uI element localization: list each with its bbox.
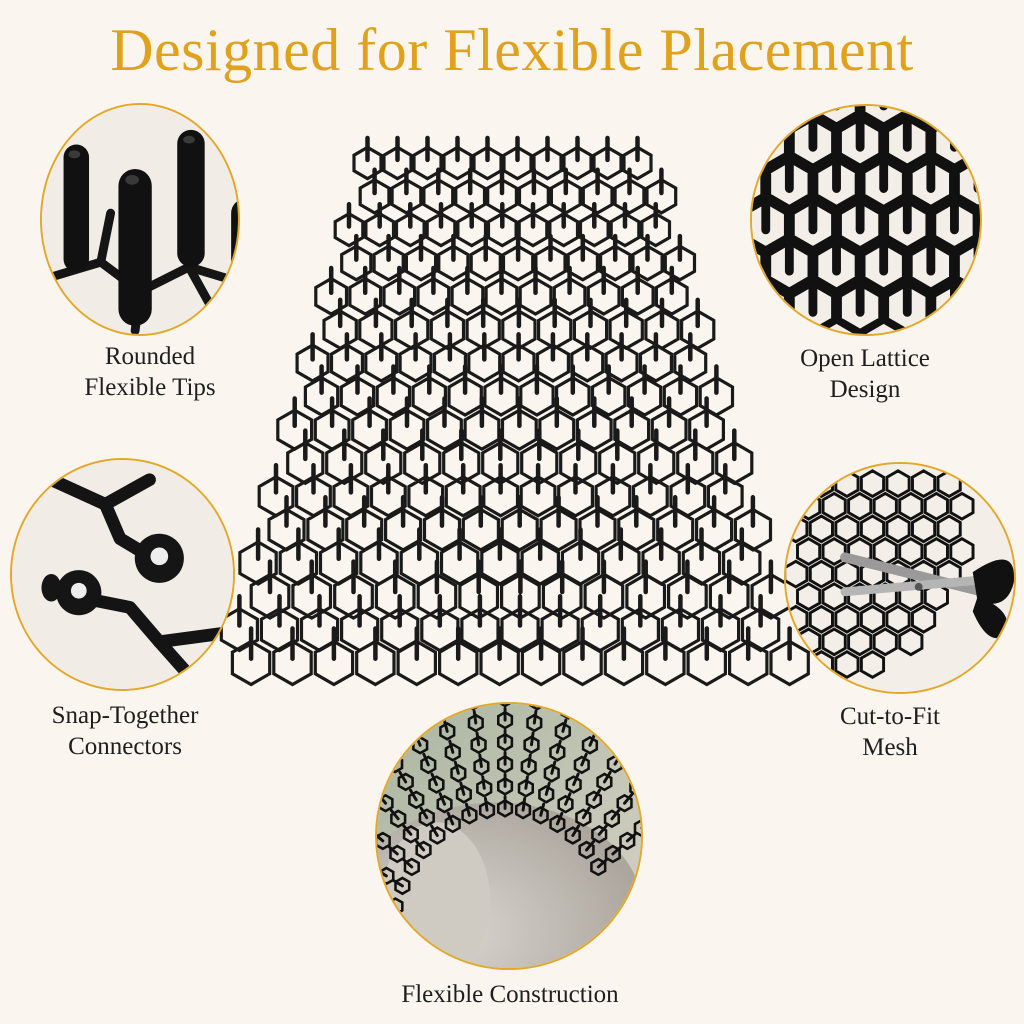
scissors-icon	[840, 552, 1014, 639]
cut-to-fit-label: Cut-to-Fit Mesh	[790, 701, 990, 763]
cut-to-fit-label-line2: Mesh	[862, 734, 918, 761]
snap-connectors-image	[12, 460, 233, 689]
page-title: Designed for Flexible Placement	[110, 17, 914, 83]
open-lattice-circle	[750, 104, 982, 336]
open-lattice-label-line1: Open Lattice	[800, 345, 930, 372]
flexible-construction-image	[377, 704, 641, 968]
open-lattice-image	[752, 106, 980, 334]
rounded-tips-label-line2: Flexible Tips	[84, 374, 216, 401]
spike-mat-illustration	[219, 135, 810, 687]
cut-to-fit-label-line1: Cut-to-Fit	[839, 703, 940, 730]
rounded-tips-label: Rounded Flexible Tips	[50, 341, 250, 403]
open-lattice-label: Open Lattice Design	[760, 343, 970, 405]
cut-to-fit-image	[786, 464, 1014, 692]
rounded-tips-image	[42, 105, 238, 334]
snap-connectors-label-line2: Connectors	[68, 733, 182, 760]
flexible-construction-circle	[375, 702, 643, 970]
flexible-construction-label: Flexible Construction	[360, 979, 660, 1010]
cut-to-fit-circle	[784, 462, 1016, 694]
snap-connectors-circle	[10, 458, 235, 691]
snap-connectors-label-line1: Snap-Together	[51, 702, 199, 729]
mat-lattice	[219, 145, 810, 687]
snap-connectors-label: Snap-Together Connectors	[20, 700, 230, 762]
open-lattice-label-line2: Design	[829, 376, 901, 403]
flexible-construction-label-line1: Flexible Construction	[401, 981, 619, 1008]
rounded-tips-circle	[40, 103, 240, 336]
mat-spikes	[237, 135, 792, 661]
rounded-tips-label-line1: Rounded	[104, 343, 196, 370]
